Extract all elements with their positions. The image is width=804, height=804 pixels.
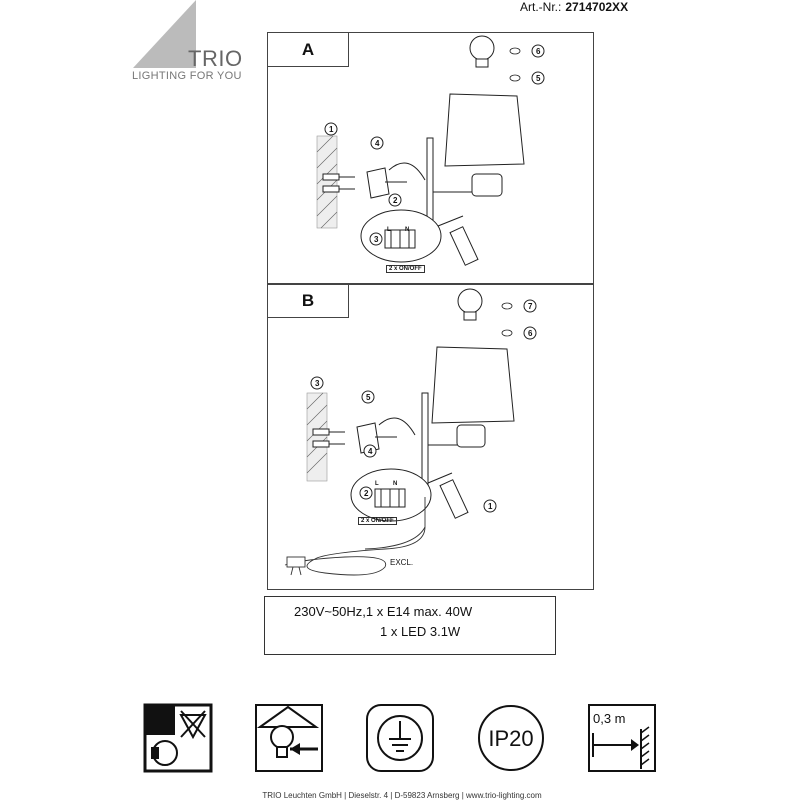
spec-line-2: 1 x LED 3.1W [380, 624, 461, 639]
wiring-l: L [375, 481, 379, 487]
spec-line-1: 230V~50Hz,1 x E14 max. 40W [294, 604, 473, 619]
spec-box [264, 596, 556, 655]
article-number-value: 2714702XX [565, 0, 629, 14]
bulb-icon [457, 288, 483, 321]
step-6: 6 [536, 47, 541, 56]
step-2: 2 [393, 196, 398, 205]
wall-plug-icon [322, 173, 355, 193]
brand-tagline: LIGHTING FOR YOU [132, 70, 242, 82]
cable-excluded-note: EXCL. [390, 558, 414, 567]
wiring-l: L [387, 227, 391, 233]
min-distance-icon: 0,3 m [588, 704, 656, 772]
wiring-n: N [393, 481, 398, 487]
wiring-n: N [405, 227, 410, 233]
switch-note: 2 x ON/OFF [386, 265, 425, 273]
bulb-replaceable-icon [255, 704, 323, 772]
step-4: 4 [368, 447, 373, 456]
rotate-arrow-icon [509, 47, 521, 82]
lamp-body-icon [421, 346, 515, 519]
article-number-label: Art.-Nr.: [520, 0, 562, 14]
step-6: 6 [528, 329, 533, 338]
panel-b-label: B [267, 283, 349, 318]
min-distance-text: 0,3 m [593, 711, 626, 726]
brand-name: TRIO [188, 46, 243, 71]
wiring-callout [350, 468, 432, 522]
panel-a-drawing [316, 35, 545, 266]
article-number: Art.-Nr.:2714702XX [520, 0, 720, 14]
step-7: 7 [528, 302, 533, 311]
step-5: 5 [366, 393, 371, 402]
mounting-bracket-icon [366, 162, 426, 199]
step-2: 2 [364, 489, 369, 498]
footer-address: TRIO Leuchten GmbH | Dieselstr. 4 | D-59… [262, 791, 542, 800]
ip-rating-icon: IP20 [478, 705, 544, 771]
wiring-callout [360, 209, 442, 263]
bulb-icon [469, 35, 495, 68]
step-4: 4 [375, 139, 380, 148]
no-halogen-icon [143, 703, 213, 773]
wall-plug-icon [312, 428, 345, 448]
power-cable-icon [284, 497, 426, 576]
protective-earth-icon [366, 704, 434, 772]
wall-icon [306, 392, 328, 482]
lamp-body-icon [426, 93, 525, 266]
mounting-bracket-icon [356, 417, 416, 454]
panel-a [267, 32, 594, 285]
rotate-arrow-icon [501, 302, 513, 337]
step-3: 3 [374, 235, 379, 244]
wall-icon [316, 135, 338, 229]
panel-b-drawing [284, 288, 537, 576]
panel-a-label: A [267, 32, 349, 67]
step-1: 1 [488, 502, 493, 511]
step-5: 5 [536, 74, 541, 83]
step-1: 1 [329, 125, 334, 134]
switch-note: 2 x ON/OFF [358, 517, 397, 525]
step-3: 3 [315, 379, 320, 388]
ip-rating-text: IP20 [488, 726, 533, 751]
panel-b [267, 283, 594, 590]
trio-logo-icon [133, 0, 196, 68]
